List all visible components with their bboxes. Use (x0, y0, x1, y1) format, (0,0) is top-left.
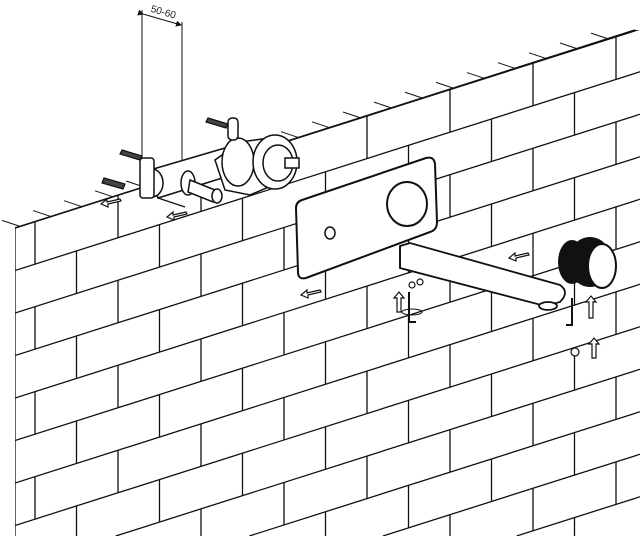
mortar-line (249, 411, 640, 536)
direction-arrows (99, 197, 601, 359)
wall-tick (63, 200, 83, 208)
wall-tick (32, 210, 52, 218)
mortar-line (516, 496, 640, 536)
dimension-label: 50-60 (149, 4, 177, 22)
wall-tick (1, 219, 21, 227)
wall-tick (435, 81, 455, 89)
hex-key-icon (401, 292, 573, 326)
concealed-valve-body (139, 117, 300, 204)
wall-thickness-ticks (1, 32, 610, 227)
wall-tick (528, 52, 548, 60)
wall-top-edge (14, 29, 636, 229)
wall-anchor-icons (101, 117, 229, 208)
wall-tick (466, 72, 486, 80)
wall-tick (497, 62, 517, 70)
mortar-line (15, 283, 640, 484)
mortar-line (15, 198, 640, 399)
wall-tick (373, 101, 393, 109)
mortar-line (382, 453, 640, 536)
cover-plate (294, 156, 439, 280)
wall-tick (590, 32, 610, 40)
wall-tick (404, 91, 424, 99)
spout (399, 242, 566, 311)
wall-tick (280, 131, 300, 139)
wall-tick (94, 190, 114, 198)
mortar-line (15, 241, 640, 442)
wall-tick (342, 111, 362, 119)
mortar-line (15, 71, 640, 272)
knurled-handle (558, 237, 617, 289)
wall-tick (311, 121, 331, 129)
mortar-line (15, 326, 640, 527)
mortar-line (115, 368, 640, 536)
wall-tick (559, 42, 579, 50)
